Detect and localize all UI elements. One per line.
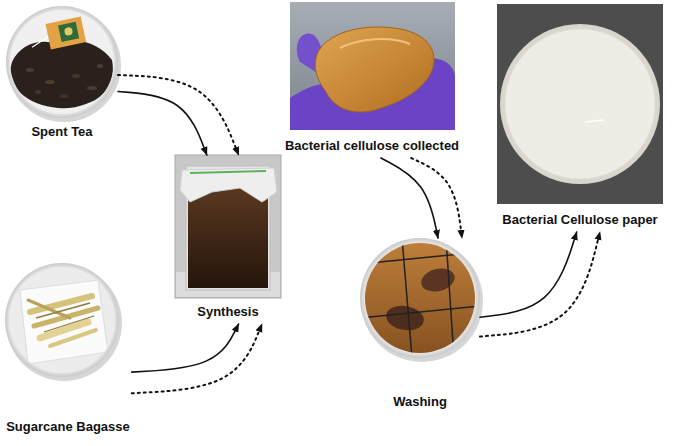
process-node: Synthesis bbox=[175, 155, 281, 324]
node-label: Spent Tea bbox=[29, 124, 94, 140]
image-slot bbox=[360, 238, 480, 358]
spent-tea-photo bbox=[6, 6, 121, 122]
image-slot bbox=[6, 6, 118, 118]
process-node: Washing bbox=[360, 238, 480, 414]
flow-arrow bbox=[480, 232, 577, 317]
node-label: Bacterial Cellulose paper bbox=[500, 212, 659, 228]
flow-arrow bbox=[411, 158, 462, 238]
flow-arrow bbox=[381, 158, 438, 238]
process-node: Spent Tea bbox=[6, 6, 118, 144]
cellulose-paper-photo bbox=[497, 4, 663, 204]
image-slot bbox=[175, 155, 281, 298]
process-node: Bacterial cellulose collected bbox=[283, 2, 461, 158]
node-label: Bacterial cellulose collected bbox=[283, 138, 461, 154]
node-label: Synthesis bbox=[195, 304, 260, 320]
flow-arrow bbox=[132, 324, 262, 393]
flow-arrow bbox=[118, 92, 207, 155]
sugarcane-bagasse-photo bbox=[5, 263, 122, 381]
synthesis-photo bbox=[175, 155, 281, 298]
node-label: Washing bbox=[391, 394, 449, 410]
flow-arrow bbox=[480, 232, 600, 337]
flow-arrow bbox=[118, 75, 239, 155]
image-slot bbox=[289, 2, 454, 130]
process-node: Bacterial Cellulose paper bbox=[497, 4, 663, 232]
flow-arrow bbox=[132, 324, 239, 372]
washing-photo bbox=[360, 238, 483, 362]
process-node: Sugarcane Bagasse bbox=[4, 263, 132, 439]
node-label: Sugarcane Bagasse bbox=[4, 419, 132, 435]
bacterial-cellulose-photo bbox=[290, 2, 455, 130]
image-slot bbox=[497, 4, 663, 204]
image-slot bbox=[11, 263, 125, 377]
